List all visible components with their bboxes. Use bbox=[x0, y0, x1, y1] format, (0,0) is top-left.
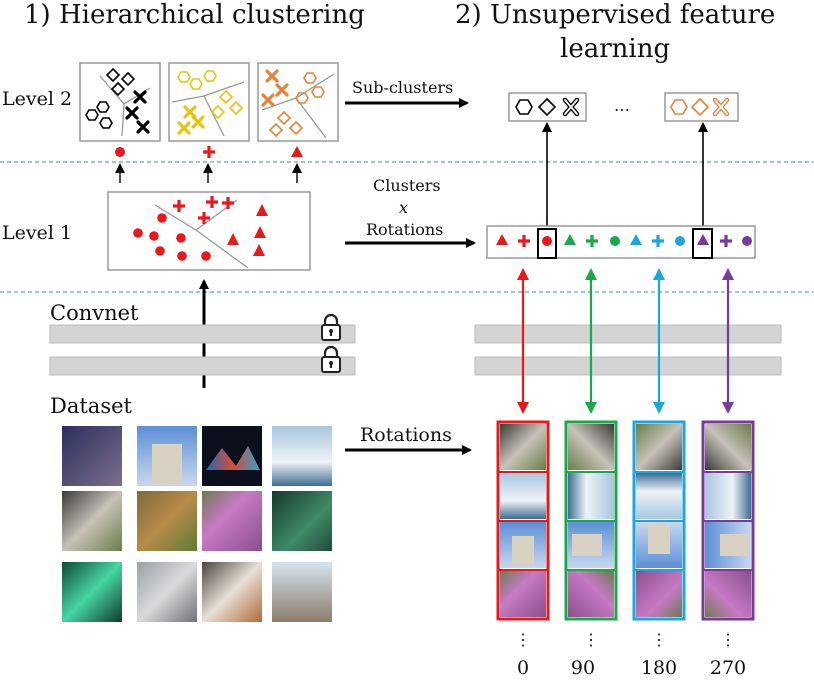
dataset-images bbox=[62, 426, 332, 622]
angle-0: 0 bbox=[516, 657, 530, 679]
level2-box-3 bbox=[257, 62, 339, 142]
title-hierarchical-clustering: 1) Hierarchical clustering bbox=[24, 0, 365, 30]
lock-icon bbox=[321, 313, 341, 341]
rotations-label-bottom: Rotations bbox=[360, 424, 452, 446]
rotation-label-strip bbox=[486, 225, 756, 259]
angle-180: 180 bbox=[640, 657, 678, 679]
level1-label: Level 1 bbox=[2, 222, 73, 244]
level2-box-1 bbox=[79, 62, 161, 142]
rotation-column-180 bbox=[632, 420, 686, 621]
dataset-label: Dataset bbox=[50, 394, 132, 418]
title-unsupervised-feature-learning: 2) Unsupervised feature bbox=[455, 0, 776, 30]
rotation-column-0 bbox=[496, 420, 550, 621]
rotation-column-270 bbox=[701, 420, 755, 621]
circle-marker bbox=[115, 147, 125, 157]
level2-label: Level 2 bbox=[2, 88, 73, 110]
level2-box-2 bbox=[168, 62, 250, 142]
level1-box bbox=[107, 191, 311, 271]
rotations-label-mid: Rotations bbox=[366, 220, 444, 239]
rotation-column-90 bbox=[564, 420, 618, 621]
convnet-bar-2 bbox=[49, 356, 356, 376]
plus-marker bbox=[203, 146, 215, 158]
triangle-marker bbox=[291, 146, 303, 157]
ellipsis-label: … bbox=[614, 96, 630, 115]
vdots-180: ⋮ bbox=[651, 630, 667, 649]
convnet-label: Convnet bbox=[50, 301, 139, 325]
sub-clusters-label: Sub-clusters bbox=[352, 78, 454, 97]
convnet-bar-right-2 bbox=[474, 356, 782, 376]
angle-90: 90 bbox=[570, 657, 596, 679]
vdots-90: ⋮ bbox=[583, 630, 599, 649]
lock-icon bbox=[321, 345, 341, 373]
convnet-bar-1 bbox=[49, 324, 356, 344]
times-label: x bbox=[399, 198, 409, 217]
vdots-0: ⋮ bbox=[515, 630, 531, 649]
angle-270: 270 bbox=[709, 657, 747, 679]
title-learning: learning bbox=[560, 34, 671, 64]
sub-cluster-box-black bbox=[508, 92, 587, 122]
clusters-label: Clusters bbox=[373, 176, 441, 195]
vdots-270: ⋮ bbox=[720, 630, 736, 649]
sub-cluster-box-orange bbox=[664, 92, 739, 122]
convnet-bar-right-1 bbox=[474, 324, 782, 344]
